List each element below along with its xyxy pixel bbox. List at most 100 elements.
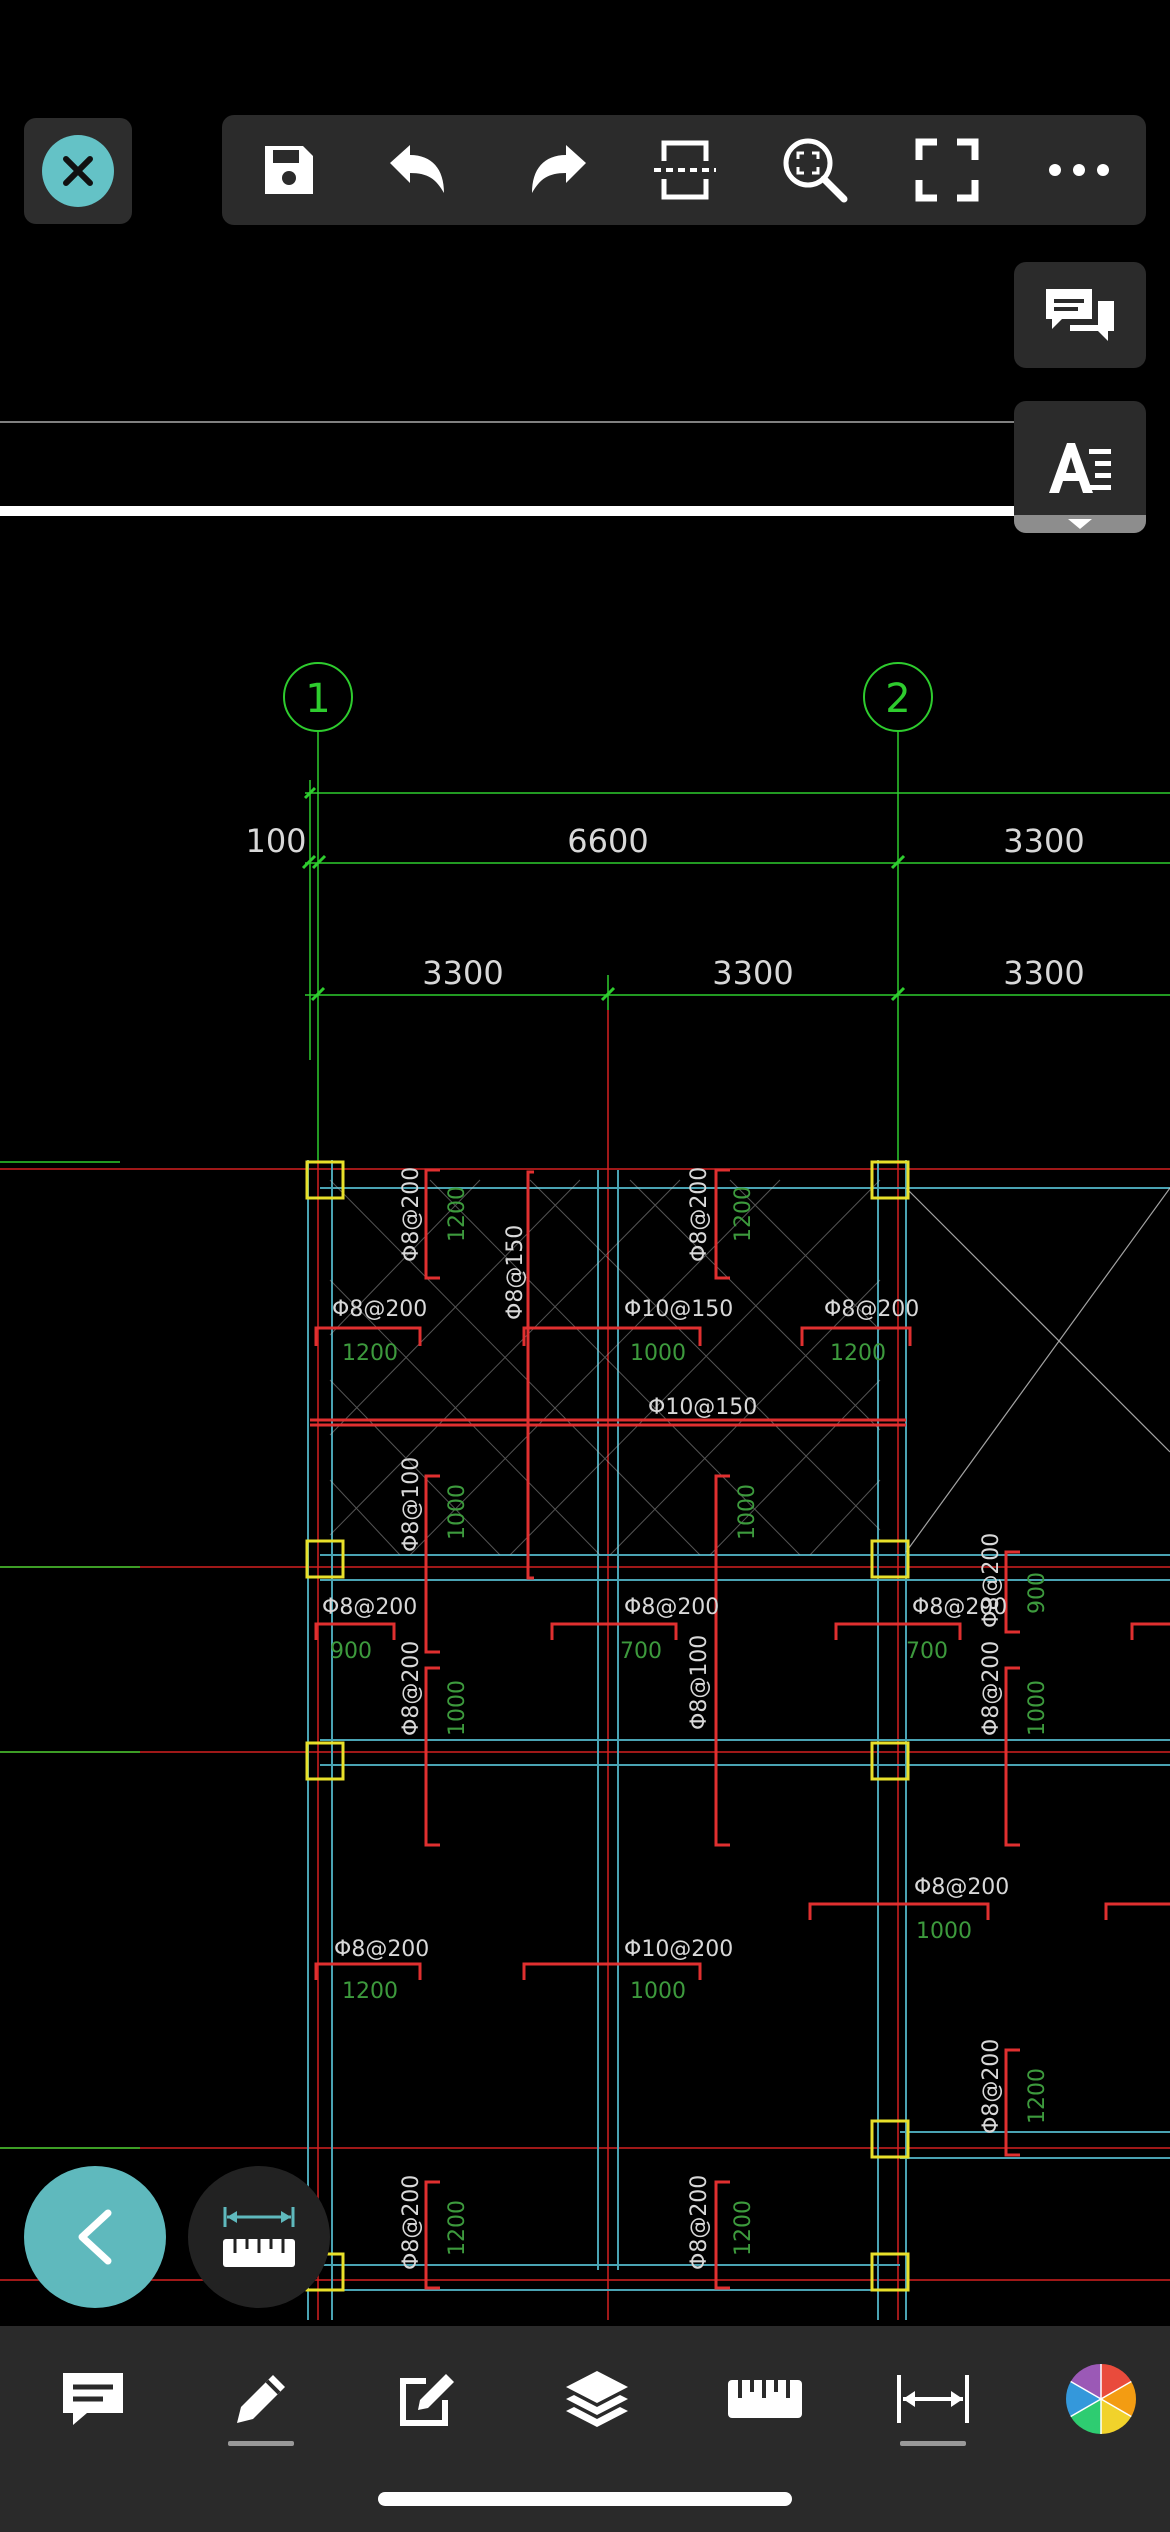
rebar-label: Φ8@100 <box>399 1457 424 1552</box>
rebar-label: Φ8@200 <box>824 1297 919 1322</box>
column <box>305 1539 345 1579</box>
dimension-button[interactable] <box>878 2344 988 2454</box>
dim-3300-a: 3300 <box>422 954 503 992</box>
color-wheel-icon <box>1066 2364 1136 2434</box>
comment-tool-button[interactable] <box>38 2344 148 2454</box>
redo-button[interactable] <box>504 115 614 225</box>
length-label: 1200 <box>731 1186 756 1242</box>
length-label: 1000 <box>445 1680 470 1736</box>
ruler-button[interactable] <box>710 2344 820 2454</box>
rebar-label: Φ8@200 <box>979 1533 1004 1628</box>
dim-3300-top: 3300 <box>1003 822 1084 860</box>
length-label: 1000 <box>735 1484 760 1540</box>
more-icon <box>1049 164 1109 176</box>
comments-icon <box>1046 289 1114 341</box>
back-button[interactable] <box>24 2166 166 2308</box>
chevron-down-icon <box>1014 515 1146 533</box>
grid-bubble-2-label: 2 <box>885 676 910 722</box>
rebar-label: Φ8@200 <box>334 1937 429 1962</box>
ruler-icon <box>728 2380 802 2418</box>
redo-icon <box>532 145 586 193</box>
bottom-toolbar <box>0 2326 1170 2532</box>
dim-3300-b: 3300 <box>712 954 793 992</box>
back-icon <box>78 2209 112 2265</box>
grid-bubble-1: 1 <box>283 662 353 732</box>
length-label: 1200 <box>445 1186 470 1242</box>
zoom-extents-button[interactable] <box>760 115 870 225</box>
length-label: 1000 <box>630 1979 686 2004</box>
length-label: 1200 <box>342 1979 398 2004</box>
section-button[interactable] <box>630 115 740 225</box>
rebar-label: Φ8@200 <box>322 1595 417 1620</box>
fullscreen-button[interactable] <box>892 115 1002 225</box>
length-label: 700 <box>620 1639 662 1664</box>
edit-icon <box>400 2374 454 2426</box>
rebar-label: Φ10@200 <box>624 1937 733 1962</box>
rebar-label: Φ8@200 <box>399 1641 424 1736</box>
length-label: 1200 <box>342 1341 398 1366</box>
pencil-icon <box>237 2375 285 2423</box>
undo-icon <box>390 145 444 193</box>
column <box>870 1160 910 1200</box>
pencil-tool-button[interactable] <box>206 2344 316 2454</box>
length-label: 1000 <box>445 1484 470 1540</box>
dim-100: 100 <box>245 822 306 860</box>
comments-button[interactable] <box>1014 262 1146 368</box>
rebar-label: Φ8@200 <box>332 1297 427 1322</box>
grid-bubble-2: 2 <box>863 662 933 732</box>
save-icon <box>265 146 313 194</box>
rebar-label: Φ8@200 <box>687 2175 712 2270</box>
grid-bubble-1-label: 1 <box>305 676 330 722</box>
pencil-underline <box>228 2441 294 2446</box>
length-label: 1000 <box>630 1341 686 1366</box>
rebar-label: Φ10@150 <box>648 1395 757 1420</box>
close-button[interactable] <box>24 118 132 224</box>
column <box>870 2252 910 2292</box>
dimension-underline <box>900 2441 966 2446</box>
close-icon <box>42 135 114 207</box>
comment-icon <box>63 2373 123 2425</box>
home-indicator <box>378 2492 792 2506</box>
column <box>870 1741 910 1781</box>
rebar-label: Φ8@150 <box>503 1225 528 1320</box>
rebar-label: Φ10@150 <box>624 1297 733 1322</box>
edit-tool-button[interactable] <box>372 2344 482 2454</box>
rebar-label: Φ8@200 <box>624 1595 719 1620</box>
rebar-label: Φ8@200 <box>912 1595 1007 1620</box>
rebar-label: Φ8@200 <box>979 1641 1004 1736</box>
undo-button[interactable] <box>362 115 472 225</box>
length-label: 900 <box>330 1639 372 1664</box>
length-label: 1000 <box>916 1919 972 1944</box>
dim-3300-c: 3300 <box>1003 954 1084 992</box>
rebar-label: Φ8@200 <box>687 1167 712 1262</box>
save-button[interactable] <box>234 115 344 225</box>
length-label: 1200 <box>731 2200 756 2256</box>
column <box>870 2119 910 2159</box>
column <box>305 1741 345 1781</box>
rebar-label: Φ8@200 <box>914 1875 1009 1900</box>
measure-icon <box>223 2207 295 2267</box>
rebar-label: Φ8@200 <box>399 2175 424 2270</box>
length-label: 700 <box>906 1639 948 1664</box>
length-label: 1200 <box>1025 2068 1050 2124</box>
length-label: 1000 <box>1025 1680 1050 1736</box>
layers-button[interactable] <box>542 2344 652 2454</box>
length-label: 900 <box>1025 1572 1050 1614</box>
text-style-icon <box>1049 443 1111 493</box>
column <box>305 1160 345 1200</box>
rebar-label: Φ8@200 <box>979 2039 1004 2134</box>
text-style-button[interactable] <box>1014 401 1146 533</box>
color-picker-button[interactable] <box>1046 2344 1156 2454</box>
rebar-label: Φ8@100 <box>687 1635 712 1730</box>
fullscreen-icon <box>915 138 979 202</box>
zoom-extents-icon <box>783 138 848 203</box>
measure-button[interactable] <box>188 2166 330 2308</box>
length-label: 1200 <box>445 2200 470 2256</box>
more-button[interactable] <box>1024 115 1134 225</box>
layers-icon <box>566 2371 628 2427</box>
dim-6600: 6600 <box>567 822 648 860</box>
column <box>870 1539 910 1579</box>
section-icon <box>654 140 716 200</box>
top-toolbar <box>222 115 1146 225</box>
